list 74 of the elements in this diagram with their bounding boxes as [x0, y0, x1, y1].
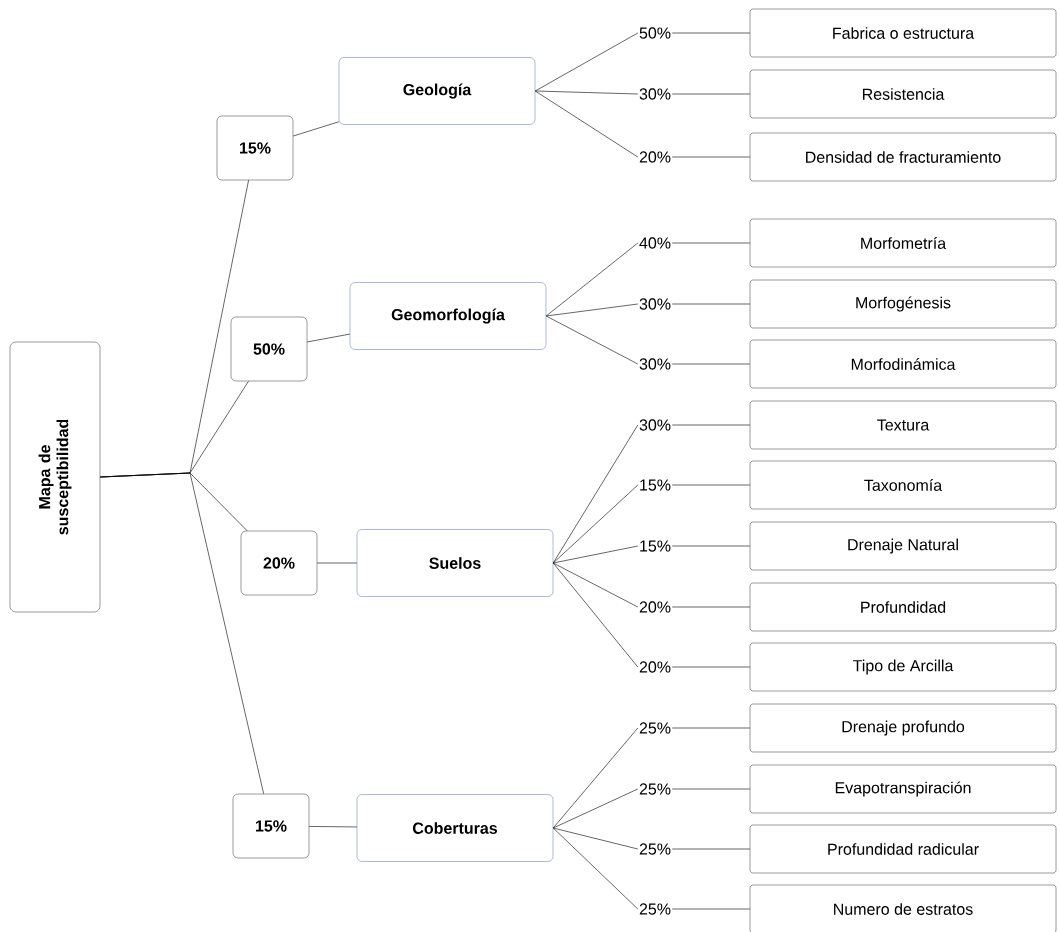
connector-line: [306, 333, 351, 343]
connector-line: [671, 424, 751, 426]
factor-box: Textura: [749, 400, 1057, 450]
connector-line: [552, 788, 639, 829]
connector-line: [552, 562, 639, 668]
percentage-box: 15%: [216, 115, 294, 181]
connector-line: [552, 727, 639, 829]
connector-line: [671, 848, 751, 850]
factor-box: Drenaje Natural: [749, 521, 1057, 571]
percentage-label: 30%: [639, 298, 671, 310]
percentage-label: 20%: [639, 151, 671, 163]
connector-line: [545, 315, 639, 365]
factor-box: Numero de estratos: [749, 884, 1057, 932]
connector-line: [534, 32, 639, 92]
connector-line: [552, 424, 639, 564]
connector-line: [671, 93, 751, 95]
connector-line: [671, 908, 751, 910]
connector-line: [671, 606, 751, 608]
connector-line: [534, 90, 639, 158]
connector-line: [545, 303, 639, 317]
percentage-label: 25%: [639, 843, 671, 855]
percentage-box: 15%: [232, 793, 310, 859]
connector-line: [671, 303, 751, 305]
percentage-label: 25%: [639, 722, 671, 734]
connector-line: [552, 545, 639, 564]
connector-line: [671, 156, 751, 158]
factor-box: Evapotranspiración: [749, 764, 1057, 814]
percentage-label: 15%: [640, 479, 671, 491]
connector-line: [552, 484, 639, 564]
connector-line: [292, 121, 340, 137]
connector-line: [552, 827, 639, 910]
connector-line: [316, 562, 358, 564]
connector-line: [671, 32, 751, 34]
connector-line: [671, 788, 751, 790]
percentage-label: 25%: [639, 903, 671, 915]
connector-line: [534, 90, 639, 95]
connector-line: [552, 562, 639, 608]
percentage-label: 30%: [639, 419, 671, 431]
category-box: Coberturas: [356, 794, 554, 862]
connector-line: [99, 472, 264, 795]
percentage-label: 40%: [639, 237, 671, 249]
connector-line: [671, 666, 751, 668]
percentage-box: 20%: [240, 530, 318, 596]
category-box: Geología: [338, 57, 536, 125]
percentage-box: 50%: [230, 316, 308, 382]
percentage-label: 30%: [639, 88, 671, 100]
percentage-label: 20%: [639, 661, 671, 673]
factor-box: Morfogénesis: [749, 279, 1057, 329]
factor-box: Fabrica o estructura: [749, 8, 1057, 58]
connector-line: [671, 484, 751, 486]
factor-box: Morfometría: [749, 218, 1057, 268]
percentage-label: 50%: [639, 27, 671, 39]
factor-box: Taxonomía: [749, 460, 1057, 510]
percentage-label: 25%: [639, 783, 671, 795]
factor-box: Tipo de Arcilla: [749, 642, 1057, 692]
category-box: Suelos: [356, 529, 554, 597]
connector-line: [552, 827, 639, 850]
factor-box: Drenaje profundo: [749, 703, 1057, 753]
connector-line: [671, 363, 751, 365]
connector-line: [545, 242, 639, 317]
factor-box: Profundidad radicular: [749, 824, 1057, 874]
factor-box: Profundidad: [749, 582, 1057, 632]
root-box: Mapa de susceptibilidad: [9, 341, 101, 613]
connector-line: [671, 727, 751, 729]
category-box: Geomorfología: [349, 282, 547, 350]
connector-line: [308, 826, 358, 828]
percentage-label: 30%: [639, 358, 671, 370]
factor-box: Densidad de fracturamiento: [749, 132, 1057, 182]
percentage-label: 15%: [640, 540, 671, 552]
percentage-label: 20%: [639, 601, 671, 613]
factor-box: Resistencia: [749, 69, 1057, 119]
connector-line: [671, 545, 751, 547]
connector-line: [671, 242, 751, 244]
factor-box: Morfodinámica: [749, 339, 1057, 389]
